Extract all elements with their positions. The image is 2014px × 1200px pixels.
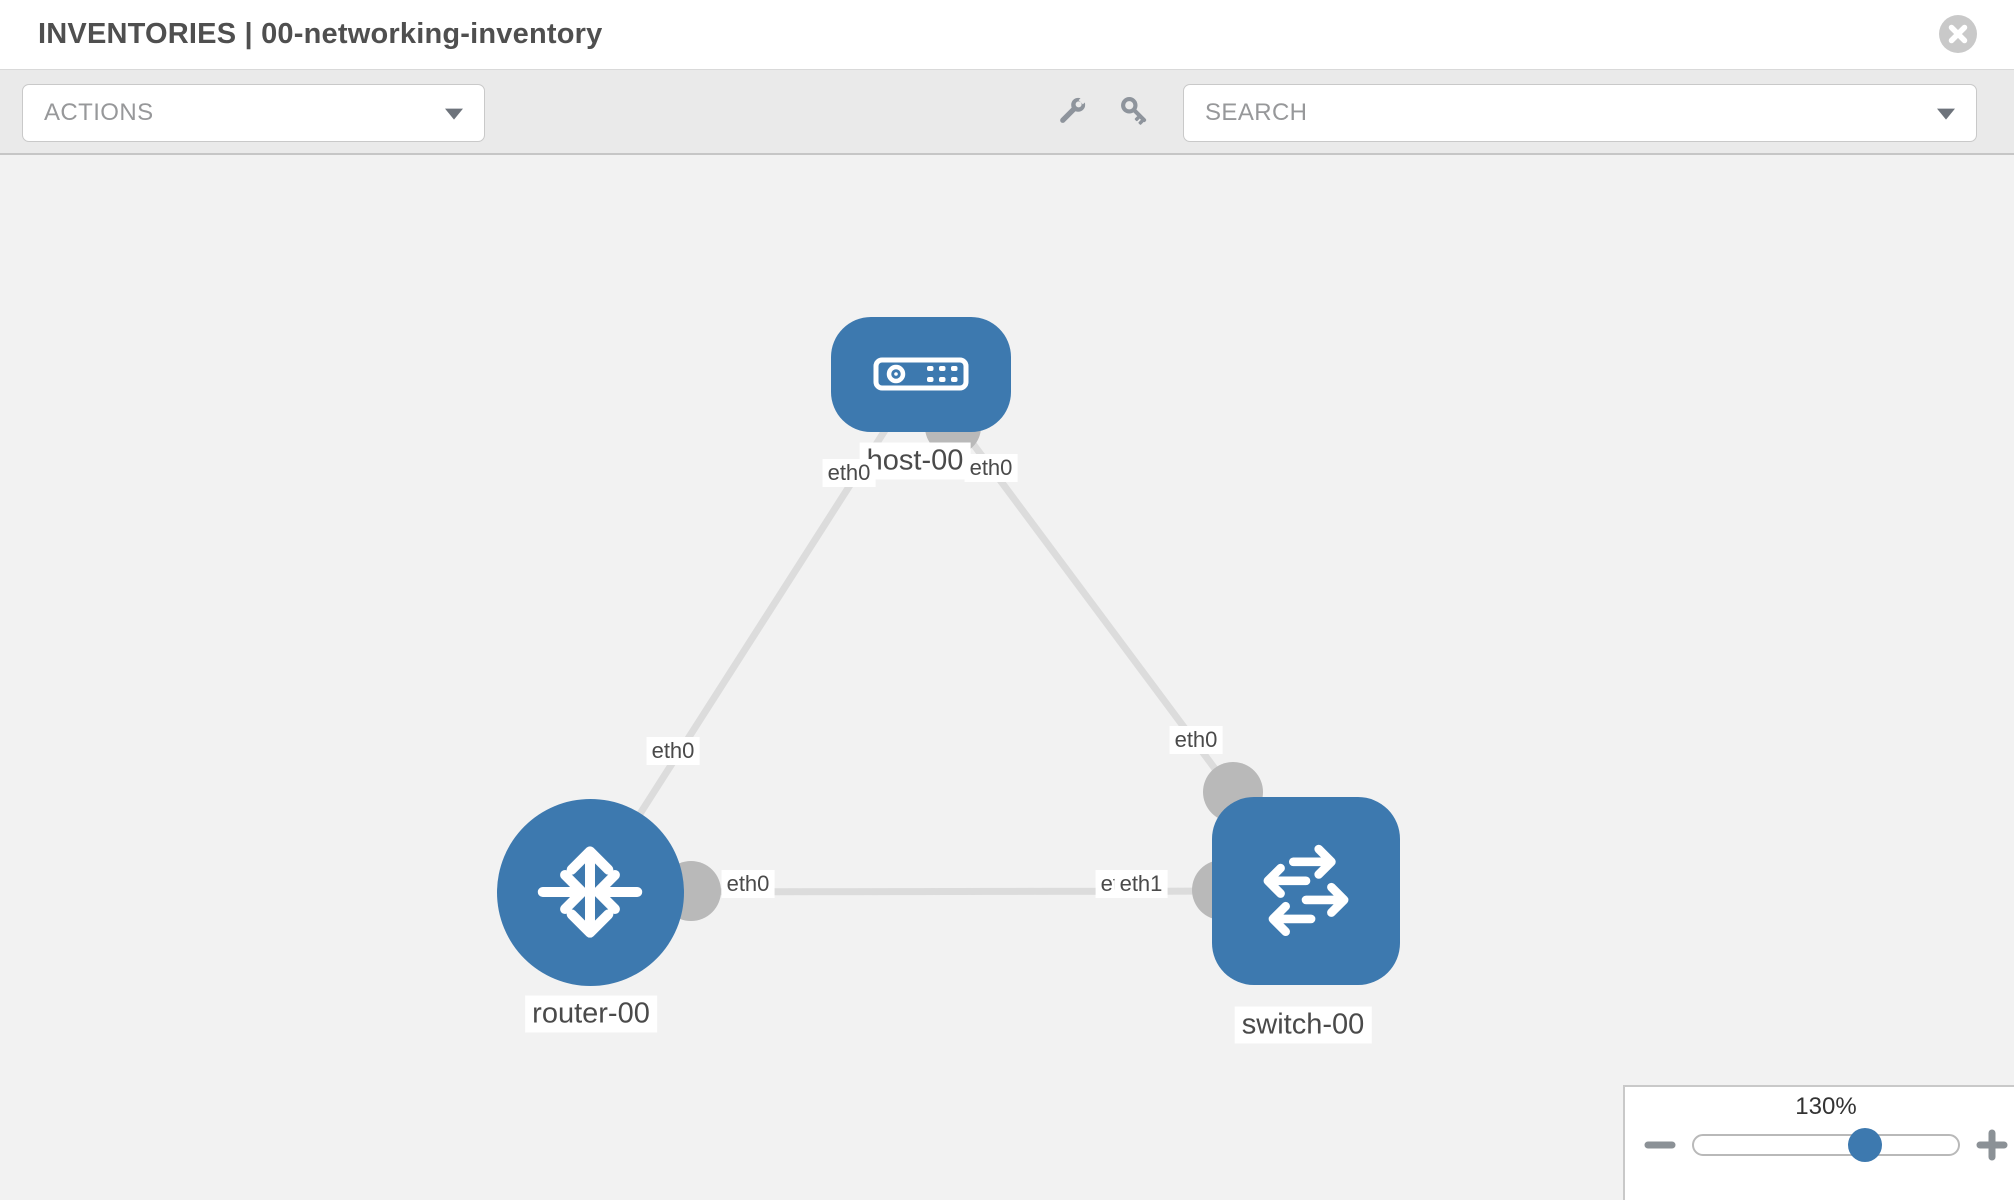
topology-canvas[interactable]: host-00 router-00 switch-00 eth0 eth0 eth0… <box>0 155 2014 1200</box>
interface-label: eth0 <box>721 870 775 898</box>
configure-tools-button[interactable] <box>1052 93 1090 131</box>
close-button[interactable] <box>1938 14 1978 54</box>
interface-label: eth0 <box>646 737 700 765</box>
router-arrows-icon <box>537 846 643 938</box>
plus-icon <box>1976 1129 2008 1161</box>
minus-icon <box>1644 1141 1676 1149</box>
node-label-switch-00: switch-00 <box>1234 1006 1372 1044</box>
topology-links-layer <box>587 371 1309 921</box>
zoom-in-button[interactable] <box>1975 1128 2009 1167</box>
toolbar: ACTIONS <box>0 70 2014 155</box>
actions-dropdown-label: ACTIONS <box>44 99 154 126</box>
zoom-panel: 130% <box>1623 1085 2014 1200</box>
actions-dropdown[interactable]: ACTIONS <box>22 84 485 142</box>
zoom-slider-track[interactable] <box>1692 1134 1960 1156</box>
node-switch-00[interactable] <box>1212 797 1400 985</box>
zoom-slider-handle[interactable] <box>1847 1128 1882 1162</box>
search-dropdown-label: SEARCH <box>1205 99 1308 126</box>
zoom-slider <box>1692 1128 1960 1162</box>
node-router-00[interactable] <box>496 798 684 986</box>
interface-label: eth0 <box>822 459 876 487</box>
chevron-down-icon <box>1937 108 1955 120</box>
credentials-button[interactable] <box>1117 93 1155 131</box>
interface-label: eth1 <box>1114 870 1168 898</box>
wrench-icon <box>1060 94 1089 123</box>
node-label-host-00: host-00 <box>859 442 971 480</box>
chevron-down-icon <box>445 108 463 120</box>
node-label-router-00: router-00 <box>525 995 657 1033</box>
header: INVENTORIES | 00-networking-inventory <box>0 0 2014 70</box>
search-dropdown[interactable]: SEARCH <box>1183 84 1977 142</box>
server-icon <box>873 357 969 391</box>
close-icon <box>1939 15 1977 53</box>
node-host-00[interactable] <box>831 316 1011 432</box>
interface-label: eth0 <box>1169 726 1223 754</box>
interface-label: eth0 <box>964 454 1018 482</box>
page-title: INVENTORIES | 00-networking-inventory <box>38 18 603 50</box>
switch-arrows-icon <box>1263 844 1349 936</box>
zoom-level-value: 130% <box>1795 1093 1857 1120</box>
key-icon <box>1121 97 1147 125</box>
zoom-out-button[interactable] <box>1643 1128 1677 1167</box>
